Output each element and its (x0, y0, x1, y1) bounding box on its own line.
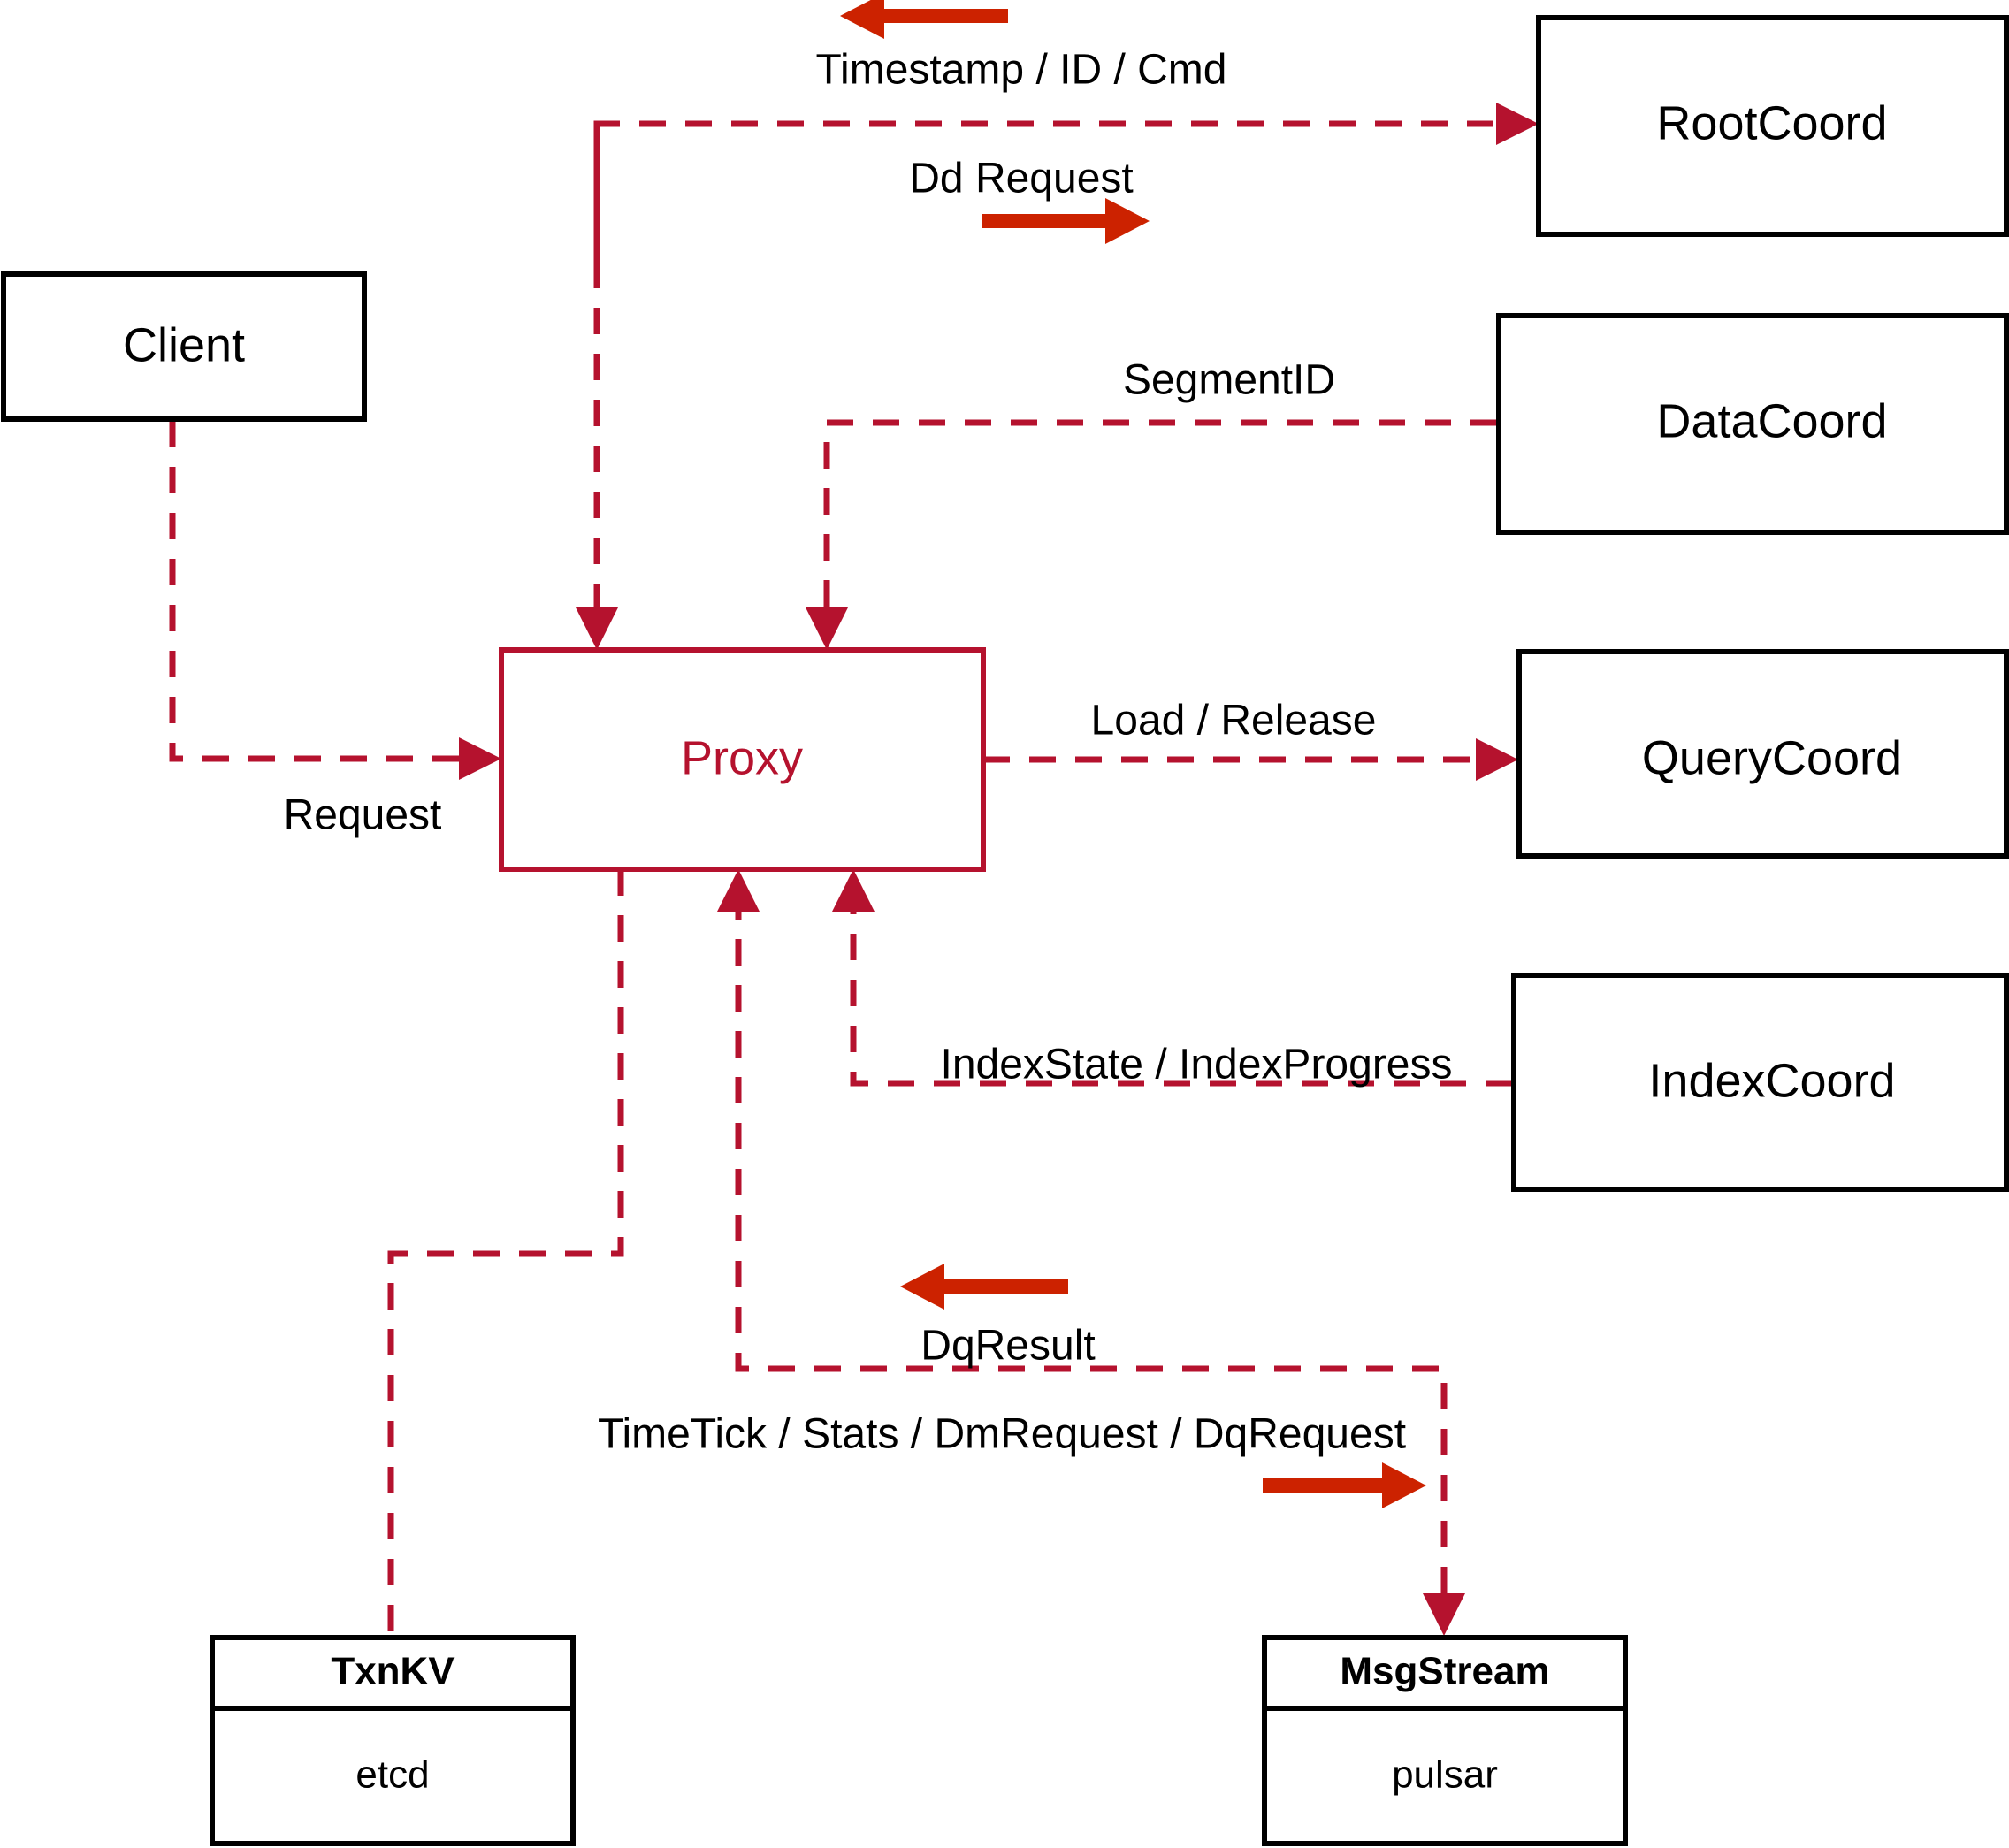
node-data-coord[interactable]: DataCoord (1496, 313, 2009, 535)
node-data-coord-label: DataCoord (1656, 394, 1887, 447)
node-query-coord-box[interactable] (1516, 649, 2009, 859)
edge-timestamp-id-cmd-arrowhead (576, 607, 618, 650)
node-index-coord[interactable]: IndexCoord (1511, 973, 2009, 1192)
node-msgstream-box[interactable] (1262, 1635, 1628, 1846)
edge-label-dd-request: Dd Request (909, 156, 1133, 202)
edge-label-dq-result: DqResult (920, 1323, 1095, 1370)
node-msgstream-impl: pulsar (1392, 1753, 1498, 1797)
edge-load-release (983, 738, 1518, 781)
node-msgstream-title: MsgStream (1340, 1650, 1549, 1693)
node-root-coord[interactable]: RootCoord (1536, 15, 2009, 237)
direction-arrow-timetick (1263, 1462, 1426, 1508)
edge-label-load-release: Load / Release (1091, 698, 1377, 745)
node-msgstream[interactable]: MsgStream pulsar (1262, 1635, 1628, 1846)
edge-msgstream (717, 869, 1465, 1636)
edge-segment-id (806, 419, 1497, 650)
node-proxy-label: Proxy (681, 731, 803, 784)
node-root-coord-label: RootCoord (1656, 96, 1887, 149)
node-query-coord-label: QueryCoord (1642, 731, 1902, 784)
edge-label-timetick-stats: TimeTick / Stats / DmRequest / DqRequest (598, 1411, 1406, 1458)
direction-arrow-dd-request (982, 198, 1150, 244)
edge-request (169, 421, 501, 780)
edge-index-state-progress (832, 869, 1512, 1087)
direction-arrow-dqresult-head (900, 1264, 944, 1310)
direction-arrow-dd-request-head (1105, 198, 1150, 244)
node-client-label: Client (123, 318, 245, 371)
direction-arrow-timestamp-head (840, 0, 884, 39)
node-index-coord-box[interactable] (1511, 973, 2009, 1192)
edge-label-timestamp-id-cmd: Timestamp / ID / Cmd (816, 47, 1227, 94)
edge-index-state-progress-path (850, 893, 1512, 1087)
edge-label-segment-id: SegmentID (1123, 357, 1335, 404)
edge-timestamp-id-cmd (576, 124, 618, 650)
edge-proxy-txnkv (387, 869, 624, 1636)
direction-arrow-timetick-head (1382, 1462, 1426, 1508)
edge-label-request: Request (284, 792, 442, 839)
node-txnkv-impl: etcd (355, 1753, 429, 1797)
node-client[interactable]: Client (1, 271, 367, 422)
edge-msgstream-down-arrowhead (1423, 1593, 1465, 1636)
node-txnkv-title: TxnKV (331, 1650, 455, 1693)
direction-arrow-dqresult (900, 1264, 1068, 1310)
node-client-box[interactable] (1, 271, 367, 422)
node-txnkv[interactable]: TxnKV etcd (210, 1635, 576, 1846)
edge-index-state-progress-arrowhead (832, 869, 875, 912)
edge-load-release-arrowhead (1476, 738, 1518, 781)
edge-segment-id-path (823, 419, 1497, 628)
edge-segment-id-arrowhead (806, 607, 848, 650)
node-txnkv-box[interactable] (210, 1635, 576, 1846)
edge-request-arrowhead (459, 737, 501, 780)
edge-proxy-txnkv-path (387, 869, 624, 1636)
edge-msgstream-up-arrowhead (717, 869, 760, 912)
node-proxy[interactable]: Proxy (499, 647, 986, 872)
node-root-coord-box[interactable] (1536, 15, 2009, 237)
node-query-coord[interactable]: QueryCoord (1516, 649, 2009, 859)
edge-dd-request-arrowhead (1496, 103, 1539, 145)
edge-request-path (169, 421, 479, 762)
node-index-coord-label: IndexCoord (1648, 1054, 1895, 1107)
node-data-coord-box[interactable] (1496, 313, 2009, 535)
edge-msgstream-path (735, 893, 1448, 1613)
direction-arrow-timestamp (840, 0, 1008, 39)
node-proxy-box[interactable] (499, 647, 986, 872)
edge-label-index-state-progress: IndexState / IndexProgress (941, 1042, 1453, 1088)
